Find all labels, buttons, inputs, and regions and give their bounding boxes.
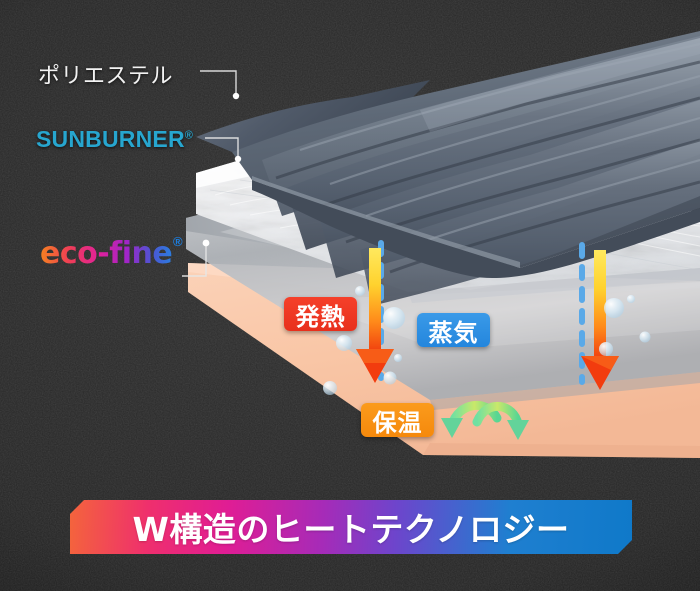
badge-heat-generation: 発熱 (284, 297, 357, 331)
label-polyester: ポリエステル (38, 64, 174, 89)
leader-polyester (200, 70, 237, 93)
heat-arrow-left (356, 248, 394, 383)
leader-ecofine (182, 246, 207, 277)
registered-mark-icon: ® (184, 129, 194, 142)
label-sunburner-text: SUNBURNER (36, 126, 185, 152)
leader-dots (202, 92, 242, 247)
retention-arrow-right (472, 401, 529, 440)
leader-lines (182, 70, 239, 277)
retention-arrows (441, 400, 529, 440)
leader-sunburner (205, 137, 239, 156)
registered-mark-icon-ecofine: ® (173, 234, 183, 249)
bottom-banner: W構造のヒートテクノロジー (70, 500, 632, 554)
badge-vapor: 蒸気 (417, 313, 490, 347)
banner-title: W構造のヒートテクノロジー (132, 510, 570, 549)
layer-quilted-shell (196, 31, 700, 306)
water-droplets (323, 286, 651, 395)
heat-arrows (356, 248, 619, 390)
badge-heat-retention: 保温 (361, 403, 434, 437)
heat-arrow-right (581, 250, 619, 390)
label-sunburner: SUNBURNER® (36, 126, 193, 153)
label-ecofine: eco-fine (40, 236, 173, 271)
